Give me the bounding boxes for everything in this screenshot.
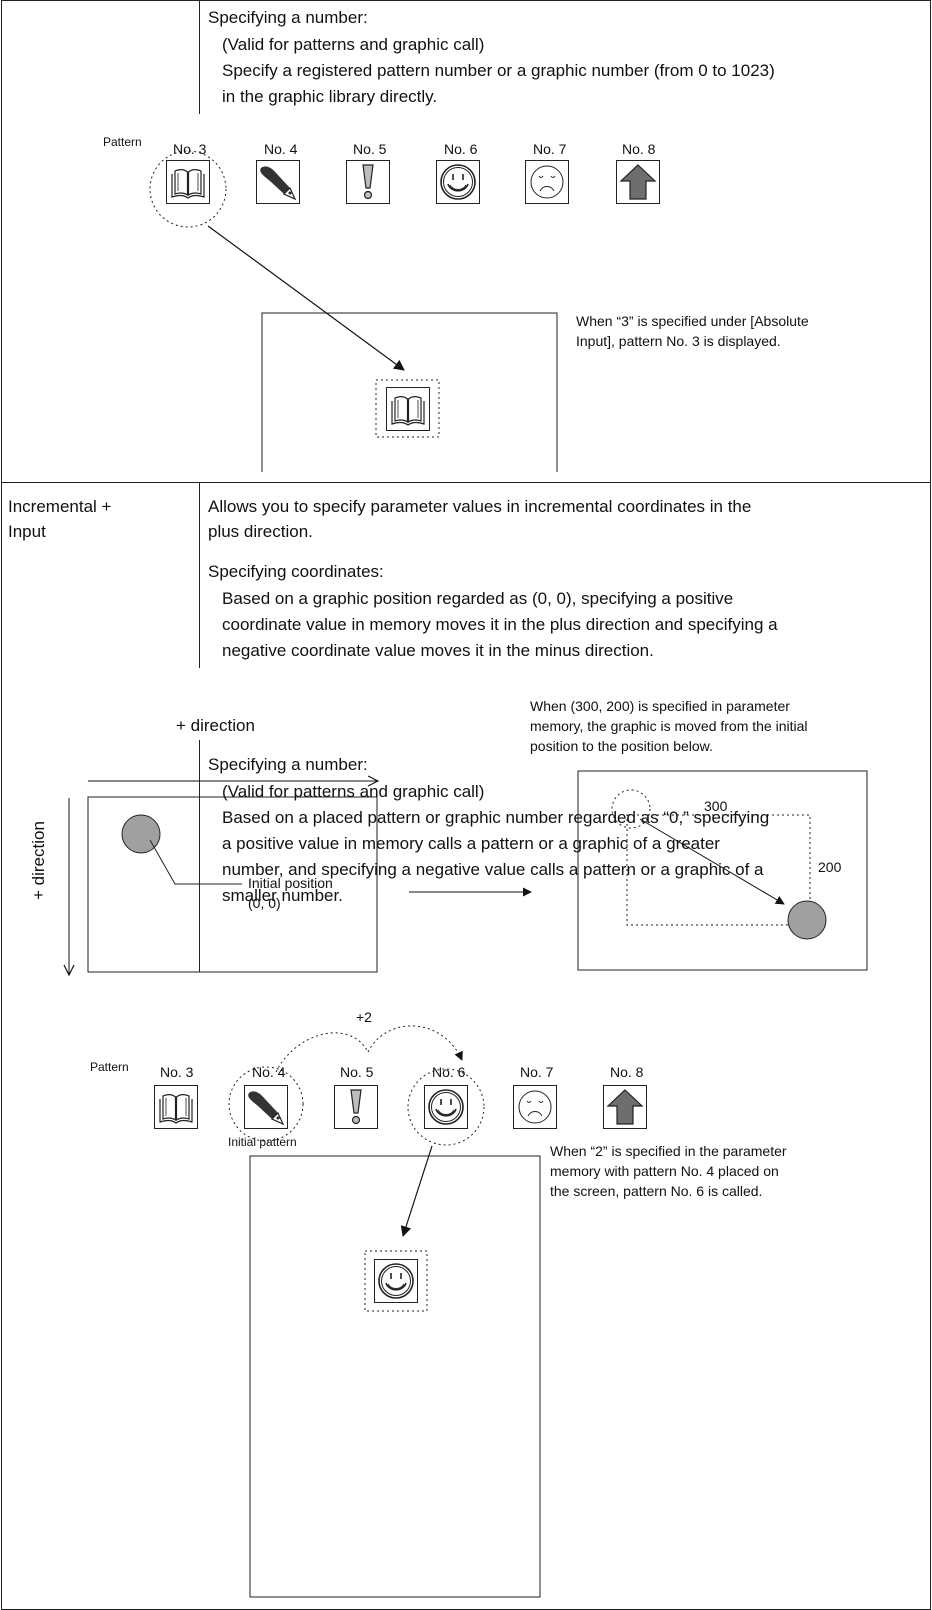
section1-line-3: in the graphic library directly. (222, 87, 438, 106)
smiley-icon (436, 160, 480, 204)
exclamation-icon (346, 160, 390, 204)
number-heading: Specifying a number: (208, 755, 368, 774)
plus-two-label: +2 (356, 1009, 372, 1025)
number-line-1: (Valid for patterns and graphic call) (222, 782, 485, 801)
intro-line-2: plus direction. (208, 522, 313, 541)
initial-pattern-circle (228, 1066, 304, 1142)
pattern-no-3: No. 3 (173, 141, 207, 157)
step-arc-1 (275, 1032, 369, 1073)
initial-graphic (121, 814, 161, 854)
coord-heading: Specifying coordinates: (208, 562, 384, 581)
screen-frame (261, 312, 558, 472)
selection-circle (149, 150, 227, 228)
coord-line-3: negative coordinate value moves it in th… (222, 641, 654, 660)
smiley-icon (374, 1259, 418, 1303)
section1-line-1: (Valid for patterns and graphic call) (222, 35, 485, 54)
up-arrow-icon (616, 160, 660, 204)
offset-rectangle (626, 814, 811, 926)
call-note-line-3: the screen, pattern No. 6 is called. (550, 1183, 763, 1199)
pattern2-no-8: No. 8 (610, 1064, 644, 1080)
pattern-no-6: No. 6 (444, 141, 478, 157)
call-screen-frame (249, 1155, 541, 1598)
dy-label: 200 (818, 859, 842, 875)
initial-leader-line (149, 839, 242, 885)
number-line-3: a positive value in memory calls a patte… (222, 834, 720, 853)
smiley-icon (424, 1085, 468, 1129)
call-note-line-2: memory with pattern No. 4 placed on (550, 1163, 779, 1179)
row-divider (1, 482, 931, 483)
section1-line-2: Specify a registered pattern number or a… (222, 61, 775, 80)
coord-line-1: Based on a graphic position regarded as … (222, 589, 734, 608)
absolute-arrow (207, 225, 405, 371)
coord-line-2: coordinate value in memory moves it in t… (222, 615, 778, 634)
pen-icon (244, 1085, 288, 1129)
initial-pattern-label: Initial pattern (228, 1135, 297, 1149)
initial-position-coords: (0, 0) (248, 895, 281, 911)
sad-face-icon (525, 160, 569, 204)
move-arrow (639, 818, 785, 905)
called-pattern-circle (407, 1068, 485, 1146)
exclamation-icon (334, 1085, 378, 1129)
number-line-5: smaller number. (222, 886, 343, 905)
pattern-label: Pattern (103, 135, 142, 149)
book-icon (386, 387, 430, 431)
pattern2-no-5: No. 5 (340, 1064, 374, 1080)
move-note-line-3: position to the position below. (530, 738, 713, 754)
pattern2-no-4: No. 4 (252, 1064, 286, 1080)
called-pattern-box (364, 1250, 428, 1312)
pattern2-no-6: No. 6 (432, 1064, 466, 1080)
placed-pattern-box (375, 379, 440, 438)
step-arc-2 (367, 1025, 463, 1061)
pattern-label-2: Pattern (90, 1060, 129, 1074)
move-note-line-1: When (300, 200) is specified in paramete… (530, 698, 790, 714)
pattern-no-5: No. 5 (353, 141, 387, 157)
book-icon (166, 160, 210, 204)
pattern-no-8: No. 8 (622, 141, 656, 157)
number-line-2: Based on a placed pattern or graphic num… (222, 808, 770, 827)
call-arrow (400, 1145, 433, 1238)
section1-heading: Specifying a number: (208, 8, 368, 27)
initial-ghost-circle (611, 789, 651, 829)
move-note-line-2: memory, the graphic is moved from the in… (530, 718, 808, 734)
sad-face-icon (513, 1085, 557, 1129)
row-label-line-2: Input (8, 522, 46, 541)
call-note-line-1: When “2” is specified in the parameter (550, 1143, 787, 1159)
absolute-note-line-1: When “3” is specified under [Absolute (576, 313, 809, 329)
up-arrow-icon (603, 1085, 647, 1129)
column-divider-number (199, 740, 200, 972)
dx-label: 300 (704, 798, 728, 814)
book-icon (154, 1085, 198, 1129)
absolute-note-line-2: Input], pattern No. 3 is displayed. (576, 333, 781, 349)
initial-position-label: Initial position (248, 875, 333, 891)
initial-screen-frame (87, 796, 378, 973)
column-divider-top (199, 0, 200, 114)
x-direction-label: + direction (176, 716, 255, 735)
pattern2-no-3: No. 3 (160, 1064, 194, 1080)
row-label-line-1: Incremental + (8, 497, 112, 516)
pattern-no-7: No. 7 (533, 141, 567, 157)
moved-screen-frame (577, 770, 868, 971)
number-line-4: number, and specifying a negative value … (222, 860, 764, 879)
pen-icon (256, 160, 300, 204)
column-divider-coords (199, 482, 200, 668)
pattern-no-4: No. 4 (264, 141, 298, 157)
intro-line-1: Allows you to specify parameter values i… (208, 497, 752, 516)
pattern2-no-7: No. 7 (520, 1064, 554, 1080)
moved-graphic (787, 900, 827, 940)
